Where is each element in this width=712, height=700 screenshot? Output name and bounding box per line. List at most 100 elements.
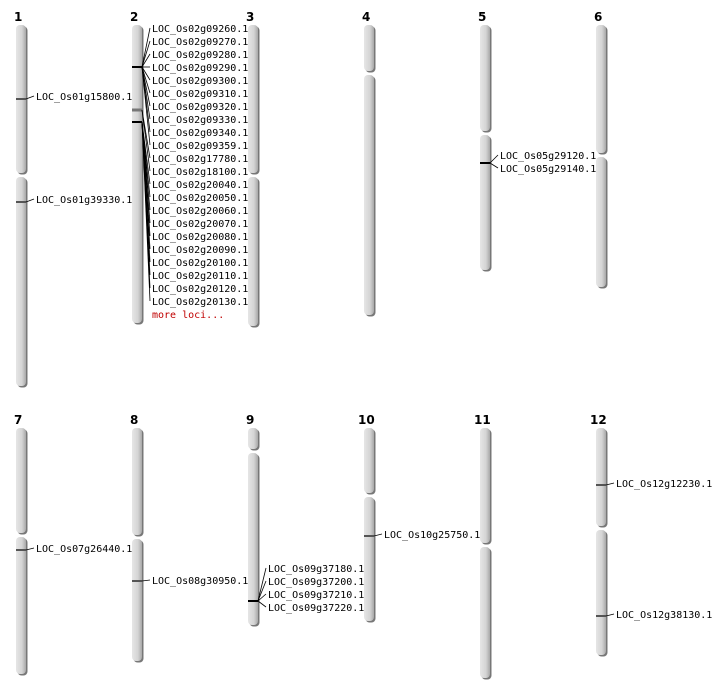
locus-connector xyxy=(25,95,35,100)
locus-connector xyxy=(605,482,615,486)
locus-connector xyxy=(141,27,151,68)
locus-connector xyxy=(489,154,499,164)
chromosome-arm xyxy=(480,547,490,678)
chromosome-9[interactable]: 9LOC_Os09g37180.1LOC_Os09g37200.1LOC_Os0… xyxy=(246,413,364,627)
chromosome-arm xyxy=(480,428,490,543)
locus-label[interactable]: LOC_Os02g09310.1 xyxy=(152,89,248,100)
locus-label[interactable]: LOC_Os02g09270.1 xyxy=(152,37,248,48)
locus-connector xyxy=(25,198,35,203)
locus-connector xyxy=(257,600,267,608)
locus-connector xyxy=(489,162,499,169)
locus-connector xyxy=(25,547,35,551)
chromosome-number: 3 xyxy=(246,10,254,24)
locus-label[interactable]: LOC_Os02g20120.1 xyxy=(152,284,248,295)
locus-label[interactable]: LOC_Os02g09330.1 xyxy=(152,115,248,126)
locus-label[interactable]: LOC_Os02g09260.1 xyxy=(152,24,248,35)
locus-label[interactable]: LOC_Os02g20090.1 xyxy=(152,245,248,256)
chromosome-number: 4 xyxy=(362,10,370,24)
chromosome-arm xyxy=(248,428,258,449)
chromosome-6[interactable]: 6 xyxy=(594,10,608,289)
chromosome-arm xyxy=(596,428,606,526)
chromosome-arm xyxy=(364,428,374,493)
locus-connector xyxy=(257,593,267,602)
chromosome-3[interactable]: 3 xyxy=(246,10,260,328)
locus-label[interactable]: LOC_Os12g38130.1 xyxy=(616,610,712,621)
chromosome-4[interactable]: 4 xyxy=(362,10,376,317)
more-loci-link[interactable]: more loci... xyxy=(152,310,224,321)
locus-label[interactable]: LOC_Os02g20050.1 xyxy=(152,193,248,204)
locus-connector xyxy=(141,121,151,302)
locus-label[interactable]: LOC_Os02g09359.1 xyxy=(152,141,248,152)
chromosome-arm xyxy=(480,135,490,270)
chromosome-arm xyxy=(248,25,258,173)
locus-label[interactable]: LOC_Os05g29120.1 xyxy=(500,151,596,162)
locus-label[interactable]: LOC_Os02g20130.1 xyxy=(152,297,248,308)
chromosome-number: 5 xyxy=(478,10,486,24)
chromosome-number: 7 xyxy=(14,413,22,427)
locus-label[interactable]: LOC_Os02g09280.1 xyxy=(152,50,248,61)
chromosome-arm xyxy=(364,75,374,315)
chromosome-arm xyxy=(16,177,26,386)
chromosome-arm xyxy=(248,453,258,625)
locus-label[interactable]: LOC_Os07g26440.1 xyxy=(36,544,132,555)
chromosome-2[interactable]: 2LOC_Os02g09260.1LOC_Os02g09270.1LOC_Os0… xyxy=(130,10,248,325)
locus-label[interactable]: LOC_Os09g37200.1 xyxy=(268,577,364,588)
locus-connector xyxy=(141,66,151,94)
locus-label[interactable]: LOC_Os02g09320.1 xyxy=(152,102,248,113)
locus-label[interactable]: LOC_Os10g25750.1 xyxy=(384,530,480,541)
locus-label[interactable]: LOC_Os02g20040.1 xyxy=(152,180,248,191)
locus-label[interactable]: LOC_Os01g15800.1 xyxy=(36,92,132,103)
locus-connector xyxy=(141,579,151,582)
chromosome-arm xyxy=(596,157,606,287)
locus-connector xyxy=(257,580,267,602)
chromosome-number: 8 xyxy=(130,413,138,427)
chromosome-number: 1 xyxy=(14,10,22,24)
chromosome-number: 12 xyxy=(590,413,607,427)
locus-connector xyxy=(141,40,151,68)
locus-label[interactable]: LOC_Os05g29140.1 xyxy=(500,164,596,175)
locus-label[interactable]: LOC_Os01g39330.1 xyxy=(36,195,132,206)
chromosome-11[interactable]: 11 xyxy=(474,413,492,680)
locus-label[interactable]: LOC_Os02g18100.1 xyxy=(152,167,248,178)
chromosome-arm xyxy=(364,25,374,71)
chromosome-arm xyxy=(248,177,258,326)
locus-label[interactable]: LOC_Os02g20100.1 xyxy=(152,258,248,269)
locus-label[interactable]: LOC_Os02g20080.1 xyxy=(152,232,248,243)
locus-connector xyxy=(257,567,267,602)
locus-connector xyxy=(373,533,383,537)
locus-label[interactable]: LOC_Os02g09290.1 xyxy=(152,63,248,74)
chromosome-number: 10 xyxy=(358,413,375,427)
chromosome-number: 9 xyxy=(246,413,254,427)
locus-label[interactable]: LOC_Os02g09340.1 xyxy=(152,128,248,139)
locus-label[interactable]: LOC_Os02g09300.1 xyxy=(152,76,248,87)
locus-label[interactable]: LOC_Os09g37180.1 xyxy=(268,564,364,575)
locus-connector xyxy=(141,109,151,172)
locus-label[interactable]: LOC_Os09g37220.1 xyxy=(268,603,364,614)
locus-connector xyxy=(141,53,151,68)
locus-label[interactable]: LOC_Os02g20060.1 xyxy=(152,206,248,217)
locus-label[interactable]: LOC_Os02g17780.1 xyxy=(152,154,248,165)
chromosome-arm xyxy=(16,537,26,674)
chromosome-number: 2 xyxy=(130,10,138,24)
locus-connector xyxy=(141,66,151,81)
chromosome-arm xyxy=(364,497,374,621)
chromosome-number: 6 xyxy=(594,10,602,24)
chromosome-arm xyxy=(132,539,142,661)
locus-connector xyxy=(605,613,615,617)
chromosome-arm xyxy=(132,428,142,535)
locus-label[interactable]: LOC_Os08g30950.1 xyxy=(152,576,248,587)
locus-label[interactable]: LOC_Os02g20110.1 xyxy=(152,271,248,282)
locus-label[interactable]: LOC_Os12g12230.1 xyxy=(616,479,712,490)
locus-label[interactable]: LOC_Os02g20070.1 xyxy=(152,219,248,230)
locus-connector xyxy=(141,66,151,146)
chromosome-arm xyxy=(132,25,142,323)
locus-label[interactable]: LOC_Os09g37210.1 xyxy=(268,590,364,601)
chromosome-number: 11 xyxy=(474,413,491,427)
